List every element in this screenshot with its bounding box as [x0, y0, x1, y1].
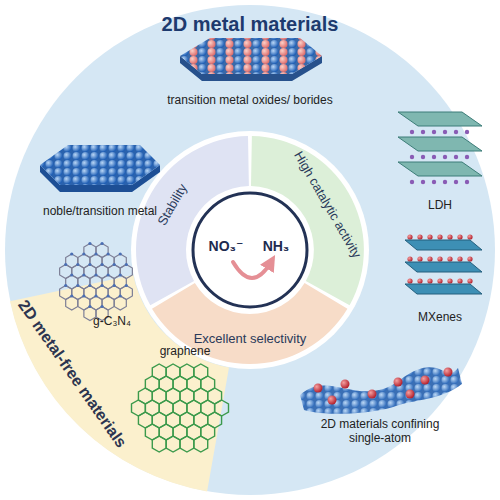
interlayer-ion: [465, 180, 469, 184]
lattice-atom: [100, 242, 103, 245]
surface-atom: [417, 256, 422, 261]
interlayer-ion: [410, 155, 414, 159]
surface-atom: [457, 278, 462, 283]
lattice-atom: [107, 294, 110, 297]
surface-atom: [437, 234, 442, 239]
surface-atom: [437, 256, 442, 261]
lattice-atom: [94, 252, 97, 255]
surface-atom: [427, 278, 432, 283]
interlayer-ion: [443, 180, 447, 184]
oxide-slab: [180, 38, 322, 74]
surface-atom: [457, 234, 462, 239]
material-label: graphene: [160, 345, 211, 359]
interlayer-ion: [410, 180, 414, 184]
lattice-atom: [70, 252, 73, 255]
interlayer-ion: [443, 155, 447, 159]
interlayer-ion: [421, 130, 425, 134]
lattice-atom: [107, 273, 110, 276]
single-atom: [444, 368, 453, 377]
lattice-atom: [113, 284, 116, 287]
lattice-atom: [119, 273, 122, 276]
surface-atom: [417, 234, 422, 239]
material-label: LDH: [428, 199, 452, 213]
lattice-atom: [76, 263, 79, 266]
surface-atom: [407, 234, 412, 239]
interlayer-ion: [432, 155, 436, 159]
mxene-layer: [405, 240, 482, 250]
interlayer-ion: [465, 130, 469, 134]
surface-atom: [427, 256, 432, 261]
single-atom: [341, 380, 350, 389]
material-label: noble/transition metal: [43, 205, 157, 219]
interlayer-ion: [443, 130, 447, 134]
surface-atom: [447, 256, 452, 261]
node-fill: [5, 5, 495, 495]
interlayer-ion: [421, 180, 425, 184]
surface-atom: [417, 278, 422, 283]
single-atom: [314, 384, 323, 393]
lattice-atom: [82, 273, 85, 276]
lattice-atom: [88, 242, 91, 245]
lattice-atom: [119, 294, 122, 297]
material-label: MXenes: [418, 311, 462, 325]
lattice-atom: [119, 252, 122, 255]
lattice-atom: [100, 305, 103, 308]
surface-atom: [447, 234, 452, 239]
lattice-atom: [88, 305, 91, 308]
band-title: 2D metal materials: [162, 13, 339, 36]
single-atom: [406, 390, 415, 399]
surface-atom: [427, 234, 432, 239]
lattice-atom: [70, 273, 73, 276]
lattice-atom: [113, 263, 116, 266]
node-fill: [193, 193, 307, 307]
reaction-center: NO₃⁻ NH₃: [193, 193, 307, 307]
interlayer-ion: [454, 180, 458, 184]
surface-atom: [437, 278, 442, 283]
single-atom: [368, 390, 377, 399]
interlayer-ion: [454, 155, 458, 159]
lattice-atom: [82, 294, 85, 297]
interlayer-ion: [465, 155, 469, 159]
species-label: NO₃⁻: [209, 238, 244, 254]
interlayer-ion: [432, 180, 436, 184]
lattice-atom: [125, 263, 128, 266]
interlayer-ion: [454, 130, 458, 134]
lattice-atom: [88, 263, 91, 266]
surface-atom: [407, 256, 412, 261]
lattice-atom: [82, 252, 85, 255]
lattice-atom: [64, 284, 67, 287]
interlayer-ion: [410, 130, 414, 134]
lattice-atom: [125, 284, 128, 287]
lattice-atom: [94, 273, 97, 276]
single-atom: [394, 378, 403, 387]
lattice-atom: [76, 284, 79, 287]
lattice-atom: [100, 263, 103, 266]
material-label: g-C₃N₄: [93, 315, 131, 329]
interlayer-ion: [432, 130, 436, 134]
lattice-atom: [94, 294, 97, 297]
surface-atom: [467, 256, 472, 261]
lattice-atom: [100, 284, 103, 287]
sector-label: Excellent selectivity: [194, 332, 307, 347]
surface-atom: [457, 256, 462, 261]
single-atom: [328, 396, 337, 405]
surface-atom: [467, 278, 472, 283]
surface-atom: [447, 278, 452, 283]
surface-atom: [407, 278, 412, 283]
material-label: transition metal oxides/ borides: [167, 94, 332, 108]
lattice-atom: [64, 263, 67, 266]
ring-base: [131, 131, 369, 369]
lattice-atom: [70, 294, 73, 297]
species-label: NH₃: [263, 238, 290, 254]
surface-atom: [467, 234, 472, 239]
material-label: 2D materials confining single-atom: [305, 418, 455, 446]
mxene-layer: [405, 262, 482, 272]
lattice-atom: [107, 252, 110, 255]
mxene-layer: [405, 284, 482, 294]
single-atom: [421, 376, 430, 385]
interlayer-ion: [421, 155, 425, 159]
lattice-atom: [88, 284, 91, 287]
